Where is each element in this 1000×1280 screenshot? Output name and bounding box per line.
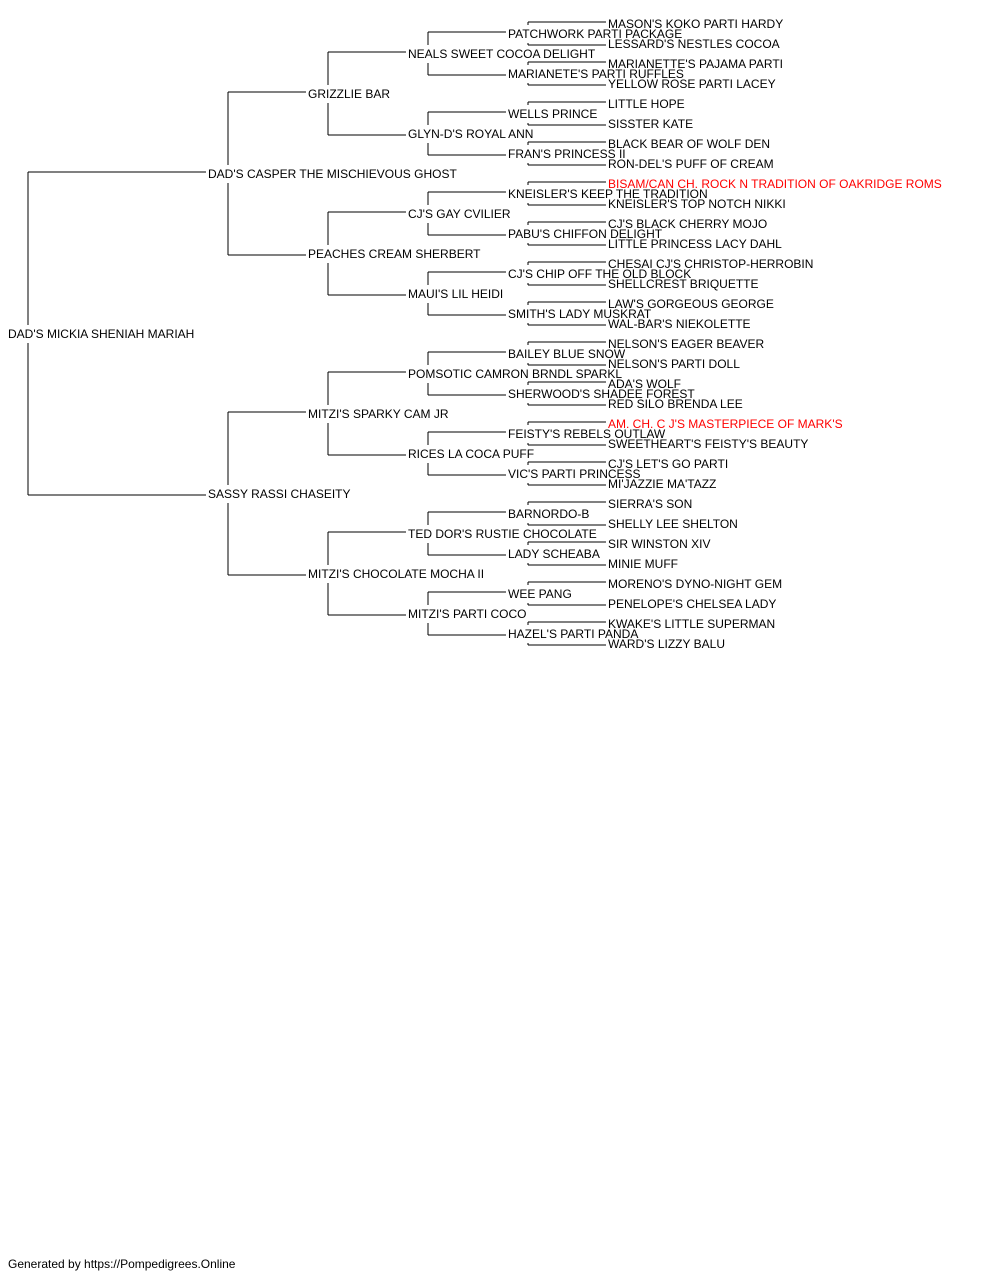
pedigree-name-gen4: PABU'S CHIFFON DELIGHT bbox=[508, 227, 663, 241]
pedigree-name-gen5: RON-DEL'S PUFF OF CREAM bbox=[608, 157, 774, 171]
pedigree-name-gen3: GLYN-D'S ROYAL ANN bbox=[408, 127, 534, 141]
pedigree-name-gen4: FEISTY'S REBELS OUTLAW bbox=[508, 427, 666, 441]
pedigree-name-gen3: POMSOTIC CAMRON BRNDL SPARKL bbox=[408, 367, 623, 381]
pedigree-name-gen5: LAW'S GORGEOUS GEORGE bbox=[608, 297, 774, 311]
pedigree-name-gen5: SWEETHEART'S FEISTY'S BEAUTY bbox=[608, 437, 809, 451]
pedigree-name-gen4: LADY SCHEABA bbox=[508, 547, 600, 561]
pedigree-name-gen5: MI'JAZZIE MA'TAZZ bbox=[608, 477, 717, 491]
pedigree-name-gen2: GRIZZLIE BAR bbox=[308, 87, 391, 101]
pedigree-name-gen5: NELSON'S EAGER BEAVER bbox=[608, 337, 765, 351]
pedigree-name-gen5: MASON'S KOKO PARTI HARDY bbox=[608, 17, 784, 31]
pedigree-name-gen3: RICES LA COCA PUFF bbox=[408, 447, 535, 461]
pedigree-name-gen2: PEACHES CREAM SHERBERT bbox=[308, 247, 481, 261]
pedigree-name-gen4: VIC'S PARTI PRINCESS bbox=[508, 467, 641, 481]
pedigree-name-gen2: MITZI'S SPARKY CAM JR bbox=[308, 407, 449, 421]
pedigree-name-gen5: SHELLY LEE SHELTON bbox=[608, 517, 738, 531]
pedigree-name-gen5: BISAM/CAN CH. ROCK N TRADITION OF OAKRID… bbox=[608, 177, 942, 191]
pedigree-name-gen0: DAD'S MICKIA SHENIAH MARIAH bbox=[8, 327, 195, 341]
pedigree-name-gen4: WELLS PRINCE bbox=[508, 107, 598, 121]
pedigree-name-gen5: RED SILO BRENDA LEE bbox=[608, 397, 743, 411]
pedigree-name-gen2: MITZI'S CHOCOLATE MOCHA II bbox=[308, 567, 485, 581]
pedigree-name-gen5: LESSARD'S NESTLES COCOA bbox=[608, 37, 780, 51]
pedigree-name-gen5: MINIE MUFF bbox=[608, 557, 678, 571]
pedigree-name-gen4: MARIANETE'S PARTI RUFFLES bbox=[508, 67, 684, 81]
pedigree-name-gen5: KWAKE'S LITTLE SUPERMAN bbox=[608, 617, 776, 631]
pedigree-name-gen5: CHESAI CJ'S CHRISTOP-HERROBIN bbox=[608, 257, 814, 271]
pedigree-name-gen5: NELSON'S PARTI DOLL bbox=[608, 357, 740, 371]
pedigree-name-gen4: KNEISLER'S KEEP THE TRADITION bbox=[508, 187, 708, 201]
pedigree-name-gen4: BAILEY BLUE SNOW bbox=[508, 347, 626, 361]
pedigree-name-gen4: BARNORDO-B bbox=[508, 507, 590, 521]
pedigree-name-gen4: CJ'S CHIP OFF THE OLD BLOCK bbox=[508, 267, 692, 281]
pedigree-name-gen3: NEALS SWEET COCOA DELIGHT bbox=[408, 47, 596, 61]
pedigree-name-gen5: SIERRA'S SON bbox=[608, 497, 693, 511]
pedigree-name-gen4: WEE PANG bbox=[508, 587, 572, 601]
pedigree-name-gen5: SHELLCREST BRIQUETTE bbox=[608, 277, 759, 291]
pedigree-name-gen5: KNEISLER'S TOP NOTCH NIKKI bbox=[608, 197, 786, 211]
pedigree-name-gen4: SHERWOOD'S SHADEE FOREST bbox=[508, 387, 695, 401]
pedigree-name-gen5: SISSTER KATE bbox=[608, 117, 694, 131]
pedigree-name-gen5: CJ'S BLACK CHERRY MOJO bbox=[608, 217, 768, 231]
pedigree-name-gen5: LITTLE PRINCESS LACY DAHL bbox=[608, 237, 782, 251]
pedigree-name-gen5: LITTLE HOPE bbox=[608, 97, 685, 111]
pedigree-name-gen5: MARIANETTE'S PAJAMA PARTI bbox=[608, 57, 783, 71]
pedigree-name-gen1: SASSY RASSI CHASEITY bbox=[208, 487, 351, 501]
footer-credit: Generated by https://Pompedigrees.Online bbox=[8, 1257, 236, 1271]
pedigree-name-gen5: MORENO'S DYNO-NIGHT GEM bbox=[608, 577, 783, 591]
pedigree-name-gen3: MAUI'S LIL HEIDI bbox=[408, 287, 504, 301]
pedigree-name-gen3: CJ'S GAY CVILIER bbox=[408, 207, 511, 221]
pedigree-name-gen3: MITZI'S PARTI COCO bbox=[408, 607, 527, 621]
pedigree-name-gen1: DAD'S CASPER THE MISCHIEVOUS GHOST bbox=[208, 167, 457, 181]
pedigree-name-gen5: AM. CH. C J'S MASTERPIECE OF MARK'S bbox=[608, 417, 843, 431]
pedigree-name-gen5: ADA'S WOLF bbox=[608, 377, 681, 391]
pedigree-name-gen4: HAZEL'S PARTI PANDA bbox=[508, 627, 639, 641]
pedigree-name-gen4: SMITH'S LADY MUSKRAT bbox=[508, 307, 652, 321]
pedigree-name-gen5: WAL-BAR'S NIEKOLETTE bbox=[608, 317, 751, 331]
pedigree-name-gen5: PENELOPE'S CHELSEA LADY bbox=[608, 597, 777, 611]
pedigree-name-gen4: FRAN'S PRINCESS II bbox=[508, 147, 626, 161]
pedigree-name-gen4: PATCHWORK PARTI PACKAGE bbox=[508, 27, 683, 41]
pedigree-name-gen5: BLACK BEAR OF WOLF DEN bbox=[608, 137, 771, 151]
pedigree-name-gen5: CJ'S LET'S GO PARTI bbox=[608, 457, 729, 471]
pedigree-name-gen5: SIR WINSTON XIV bbox=[608, 537, 711, 551]
pedigree-name-gen3: TED DOR'S RUSTIE CHOCOLATE bbox=[408, 527, 597, 541]
pedigree-name-gen5: WARD'S LIZZY BALU bbox=[608, 637, 725, 651]
pedigree-name-gen5: YELLOW ROSE PARTI LACEY bbox=[608, 77, 776, 91]
